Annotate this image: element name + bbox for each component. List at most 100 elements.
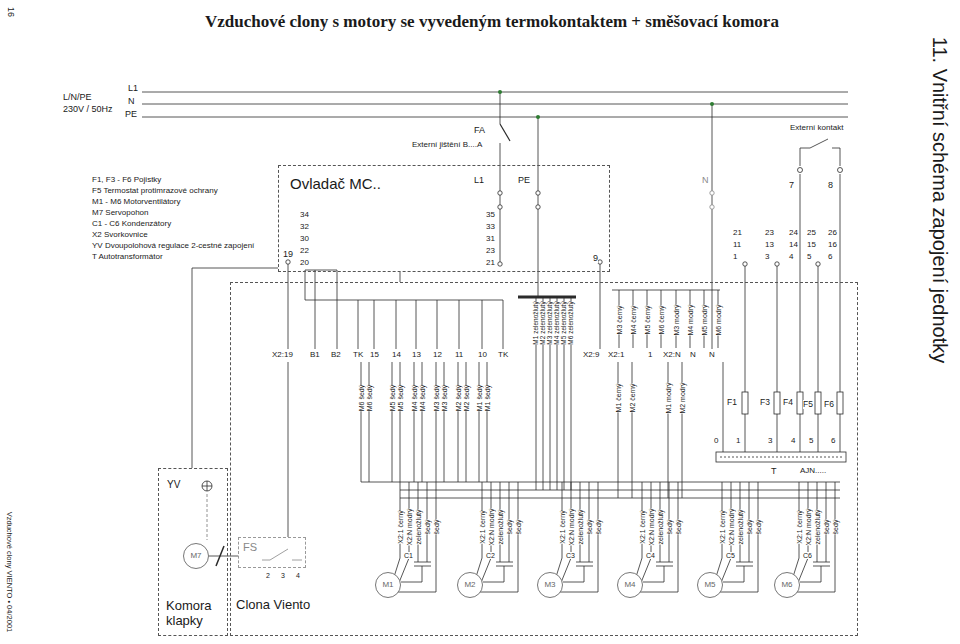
fuse-symbol bbox=[774, 392, 780, 414]
terminal-dot bbox=[498, 191, 502, 195]
wire-color-label: M3 černý bbox=[616, 306, 623, 335]
note-text: L/N/PE bbox=[63, 93, 92, 102]
note-text: F5 Termostat protimrazové ochrany bbox=[92, 187, 218, 195]
wire-color-label: M4 černý bbox=[630, 306, 637, 335]
motor-label: M5 bbox=[704, 580, 715, 589]
wire-color-label: M6 modrý bbox=[715, 304, 722, 335]
fan-motor: M1 bbox=[375, 572, 401, 598]
terminal-number: 11 bbox=[733, 241, 741, 249]
terminal-number: 19 bbox=[283, 250, 293, 259]
fuse-symbol bbox=[837, 392, 843, 414]
terminal-number: N bbox=[690, 351, 696, 359]
terminal-dot bbox=[598, 260, 602, 264]
terminal-number: B1 bbox=[310, 351, 320, 359]
external-contact bbox=[800, 139, 840, 166]
note-text: X2 Svorkovnice bbox=[92, 231, 148, 239]
motor-label: M7 bbox=[190, 551, 201, 560]
capacitor-label: C5 bbox=[726, 552, 735, 559]
terminal-number: 8 bbox=[828, 181, 833, 190]
terminal-number: PE bbox=[518, 176, 530, 185]
pe-bar bbox=[518, 296, 576, 299]
terminal-number: 3 bbox=[281, 572, 285, 579]
note-text: Externí jištění B....A bbox=[412, 141, 482, 149]
diagram-title: Vzduchové clony s motory se vyvedeným te… bbox=[205, 13, 779, 32]
unit-name: Clona Viento bbox=[236, 598, 310, 613]
terminal-number: 3 bbox=[765, 253, 769, 261]
fuse-symbol bbox=[742, 392, 748, 414]
note-text: C1 - C6 Kondenzátory bbox=[92, 220, 171, 228]
terminal-number: 1 bbox=[733, 253, 737, 261]
terminal-number: 16 bbox=[828, 241, 837, 249]
terminal-dot bbox=[816, 262, 820, 266]
terminal-number: N bbox=[702, 176, 709, 185]
fuse-symbol bbox=[815, 392, 821, 414]
terminal-number: 21 bbox=[733, 229, 742, 237]
terminal-number: 14 bbox=[392, 351, 401, 359]
wire-color-label: M2 zelenožlutý bbox=[540, 301, 547, 344]
page-footer-text: 16 bbox=[6, 7, 15, 17]
terminal-number: 12 bbox=[433, 351, 442, 359]
fuse-label: F6 bbox=[824, 400, 834, 409]
valve-symbol bbox=[202, 481, 212, 491]
wire-color-label: zelenožlutý bbox=[814, 509, 821, 544]
terminal-number: X2:N bbox=[663, 351, 681, 359]
wire-color-label: zelenožlutý bbox=[657, 509, 664, 544]
capacitor-label: C3 bbox=[566, 552, 575, 559]
fuse-label: F4 bbox=[783, 398, 793, 407]
capacitor-label: C2 bbox=[486, 552, 495, 559]
terminal-number: 24 bbox=[789, 229, 798, 237]
damper-link bbox=[207, 494, 208, 540]
fuse-label: F3 bbox=[760, 398, 770, 407]
terminal-dot bbox=[710, 205, 714, 209]
wire-color-label: zelenožlutý bbox=[415, 509, 422, 544]
wire-color-label: šedý bbox=[433, 520, 440, 535]
wire-color-label: šedý bbox=[515, 520, 522, 535]
terminal-dot bbox=[536, 191, 540, 195]
terminal-number: B2 bbox=[331, 351, 341, 359]
wire-color-label: M2 šedý bbox=[463, 385, 470, 411]
wire-color-label: šedý bbox=[666, 520, 673, 535]
wire-color-label: X2:1 černý bbox=[397, 510, 404, 543]
terminal-number: TK bbox=[353, 351, 363, 359]
terminal-number: 20 bbox=[300, 259, 309, 267]
terminal-number: 6 bbox=[828, 253, 832, 261]
terminal-number: 10 bbox=[478, 351, 487, 359]
terminal-number: 11 bbox=[455, 351, 463, 359]
terminal-number: X2:1 bbox=[608, 351, 624, 359]
wire-color-label: M1 šedý bbox=[484, 385, 491, 411]
controller-box: Ovladač MC.. bbox=[278, 165, 610, 272]
wire-color-label: M1 modrý bbox=[665, 382, 672, 413]
terminal-number: 4 bbox=[791, 437, 795, 445]
wire-color-label: M3 zelenožlutý bbox=[547, 301, 554, 344]
wire-color-label: M5 zelenožlutý bbox=[561, 301, 568, 344]
terminal-number: 32 bbox=[300, 223, 309, 231]
terminal-dot bbox=[498, 205, 502, 209]
terminal-dot bbox=[743, 262, 747, 266]
terminal-number: 1 bbox=[736, 437, 740, 445]
terminal-dot bbox=[286, 260, 290, 264]
fan-motor: M3 bbox=[537, 572, 563, 598]
terminal-dot bbox=[798, 168, 803, 173]
wire-color-label: zelenožlutý bbox=[497, 509, 504, 544]
terminal-number: 25 bbox=[807, 229, 816, 237]
wire-color-label: M5 šedý bbox=[397, 385, 404, 411]
terminal-number: X2:9 bbox=[583, 351, 599, 359]
wire-color-label: X2:N modrý bbox=[728, 509, 735, 546]
note-text: YV Dvoupolohová regulace 2-cestné zapoje… bbox=[92, 242, 254, 250]
wire-color-label: M6 šedý bbox=[366, 385, 373, 411]
terminal-number: 14 bbox=[789, 241, 798, 249]
wire-color-label: M3 modrý bbox=[673, 304, 680, 335]
terminal-number: 9 bbox=[593, 254, 598, 263]
terminal-number: 21 bbox=[486, 259, 495, 267]
terminal-number: 33 bbox=[486, 223, 495, 231]
wire-color-label: M5 černý bbox=[644, 306, 651, 335]
wire-color-label: X2:1 černý bbox=[479, 510, 486, 543]
wire-color-label: M1 šedý bbox=[476, 385, 483, 411]
wire-color-label: M2 černý bbox=[629, 384, 636, 413]
wire-color-label: M3 šedý bbox=[441, 385, 448, 411]
wire-color-label: M4 zelenožlutý bbox=[554, 301, 561, 344]
terminal-number: L1 bbox=[474, 176, 484, 185]
